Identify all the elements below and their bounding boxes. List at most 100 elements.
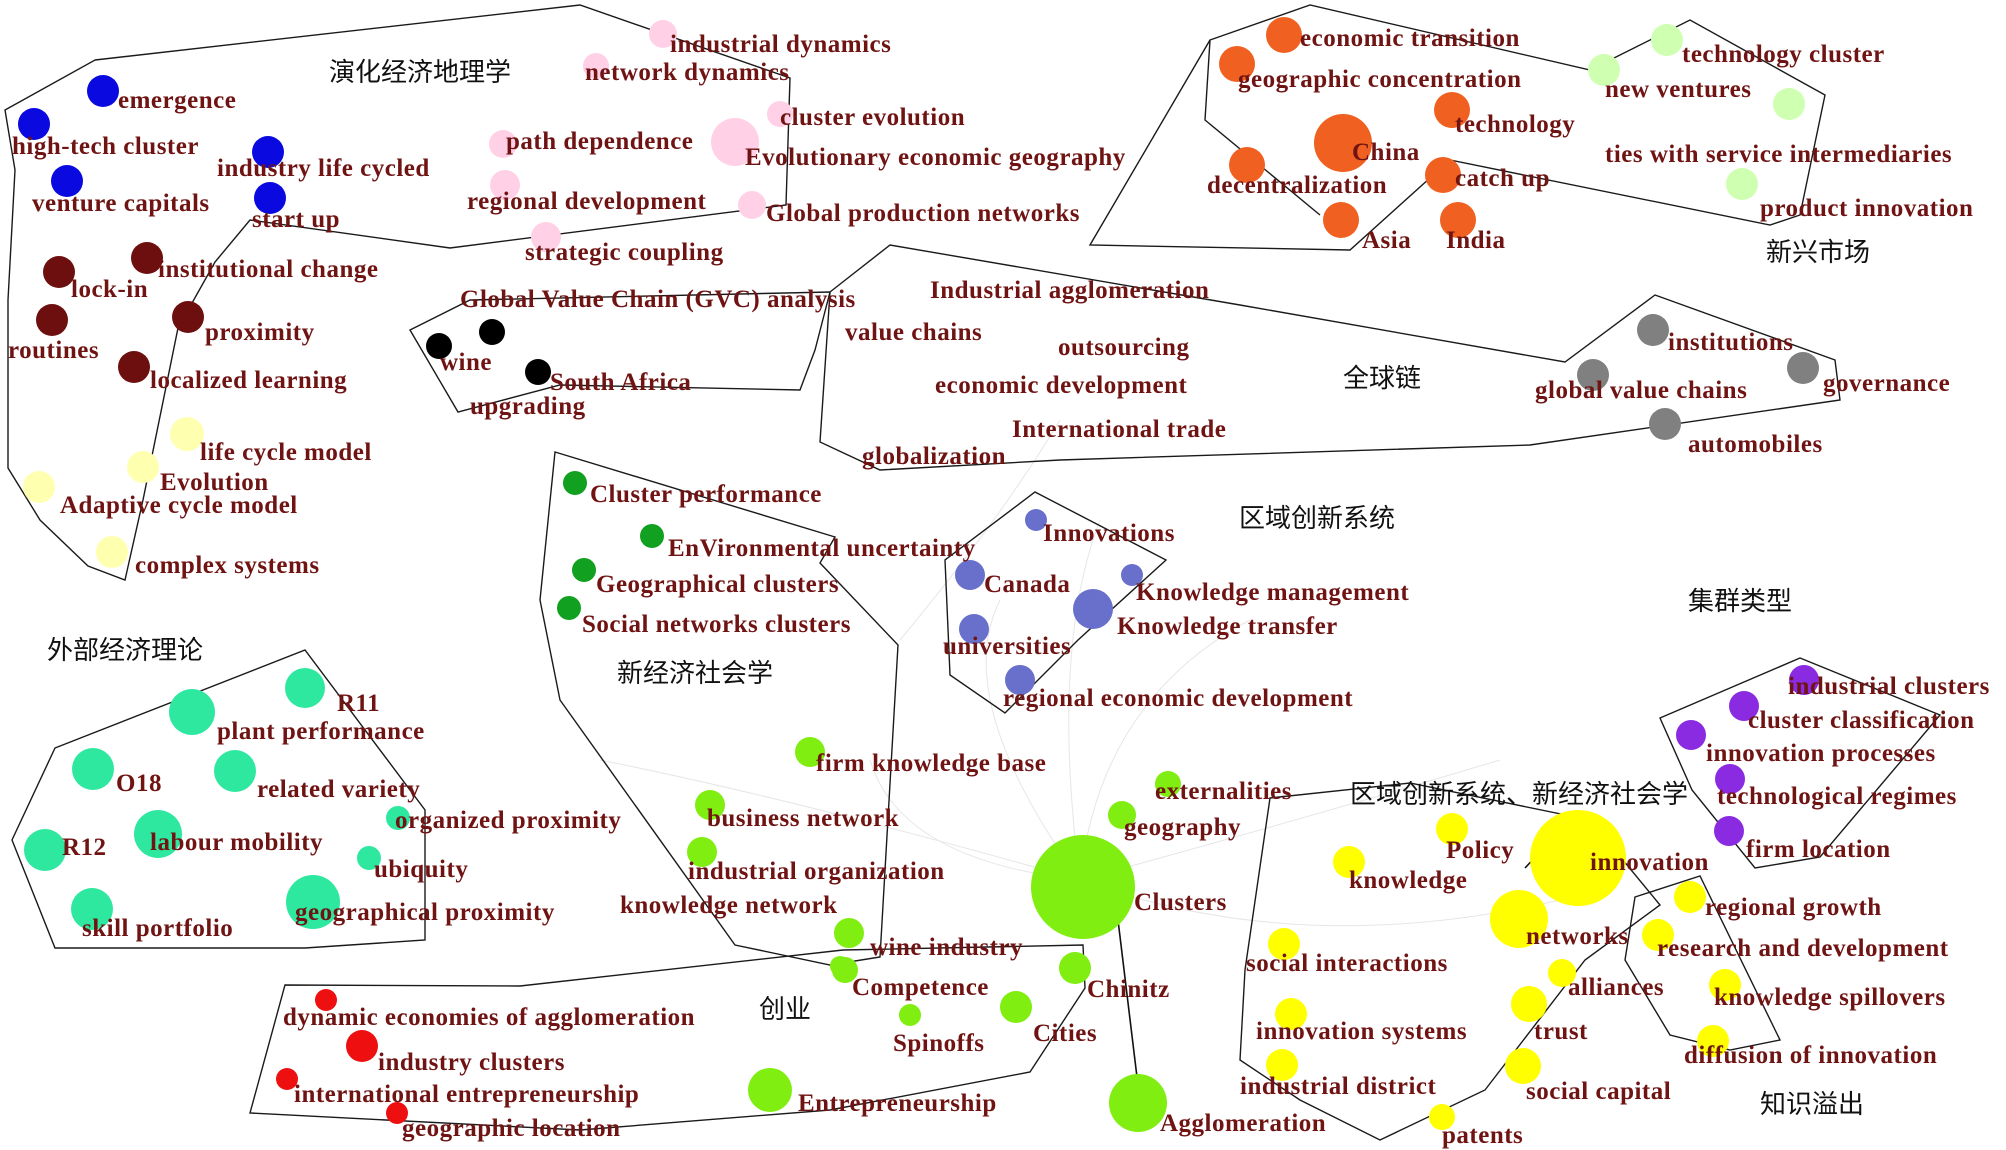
label-wine-industry: wine industry (870, 934, 1023, 961)
label-globalization: globalization (862, 443, 1006, 470)
node-adaptive-cycle-model (23, 471, 55, 503)
node-universities (959, 614, 989, 644)
node-skill-portfolio (71, 888, 113, 930)
label-international-entrepreneurship: international entrepreneurship (294, 1081, 639, 1108)
label-network-dynamics: network dynamics (585, 59, 790, 86)
hull-entrepreneurship (249, 944, 1086, 1131)
node-trust (1511, 986, 1547, 1022)
label-global-value-chain-gvc-analysis: Global Value Chain (GVC) analysis (460, 286, 856, 313)
label-innovations: Innovations (1043, 520, 1175, 547)
node-complex-systems (96, 536, 128, 568)
node-chinitz (1059, 952, 1091, 984)
node-economic-transition (1266, 17, 1302, 53)
label-policy: Policy (1446, 837, 1514, 864)
label-related-variety: related variety (257, 776, 420, 803)
node-start-up (254, 182, 286, 214)
label-regional-economic-development: regional economic development (1003, 685, 1353, 712)
label-environmental-uncertainty: EnVironmental uncertainty (668, 535, 976, 562)
label-o18: O18 (116, 770, 162, 797)
label-decentralization: decentralization (1207, 172, 1387, 199)
node-evolution (127, 451, 159, 483)
node-innovations (1025, 509, 1047, 531)
cluster-label-ctype: 集群类型 (1688, 587, 1792, 617)
hull-external-economies (11, 649, 426, 949)
node-routines (36, 304, 68, 336)
node-proximity (172, 301, 204, 333)
node-venture-capitals (51, 165, 83, 197)
label-technological-regimes: technological regimes (1717, 783, 1957, 810)
cluster-label-ent: 创业 (759, 995, 811, 1025)
node-dynamic-economies-of-agglomeration (315, 989, 337, 1011)
hull-cluster-types (1659, 657, 1942, 869)
hull-global-chain (819, 244, 1841, 471)
label-cities: Cities (1033, 1020, 1097, 1047)
label-alliances: alliances (1568, 974, 1664, 1001)
node-knowledge-management (1121, 564, 1143, 586)
label-innovation-systems: innovation systems (1256, 1018, 1467, 1045)
node-technology (1434, 92, 1470, 128)
label-geographical-proximity: geographical proximity (295, 899, 555, 926)
node-spinoffs (899, 1004, 921, 1026)
label-chinitz: Chinitz (1087, 976, 1170, 1003)
label-universities: universities (943, 633, 1071, 660)
node-catch-up (1425, 157, 1461, 193)
label-institutional-change: institutional change (158, 256, 378, 283)
node-global-value-chains (1577, 359, 1609, 391)
label-evolutionary-economic-geography: Evolutionary economic geography (745, 144, 1126, 171)
node-firm-knowledge-base (795, 737, 825, 767)
node-asia (1323, 202, 1359, 238)
label-trust: trust (1534, 1018, 1588, 1045)
cluster-outlines (4, 4, 1942, 1141)
node-knowledge-spillovers (1709, 969, 1741, 1001)
label-path-dependence: path dependence (506, 128, 693, 155)
label-firm-location: firm location (1746, 836, 1891, 863)
node-geographical-proximity (286, 875, 340, 929)
label-clusters: Clusters (1134, 889, 1227, 916)
node-china (1314, 114, 1372, 172)
label-research-and-development: research and development (1657, 935, 1949, 962)
label-economic-development: economic development (935, 372, 1187, 399)
node-emergence (87, 75, 119, 107)
node-industrial-district (1266, 1049, 1298, 1081)
hull-knowledge-spillover (1624, 875, 1782, 1051)
label-industrial-clusters: industrial clusters (1788, 673, 1990, 700)
node-regional-development (490, 170, 520, 200)
label-south-africa: South Africa (550, 369, 691, 396)
label-regional-growth: regional growth (1705, 894, 1882, 921)
label-entrepreneurship: Entrepreneurship (798, 1090, 997, 1117)
label-venture-capitals: venture capitals (32, 190, 210, 217)
node-research-and-development (1642, 919, 1674, 951)
node-networks (1490, 890, 1548, 948)
label-innovation: innovation (1590, 849, 1709, 876)
label-industry-clusters: industry clusters (378, 1049, 565, 1076)
label-knowledge-management: Knowledge management (1136, 579, 1409, 606)
node-knowledge (1333, 846, 1365, 878)
hull-new-economic-sociology (539, 451, 899, 966)
label-value-chains: value chains (845, 319, 982, 346)
node-r12 (24, 829, 66, 871)
node-organized-proximity (386, 806, 410, 830)
label-knowledge-transfer: Knowledge transfer (1117, 613, 1338, 640)
label-international-trade: International trade (1012, 416, 1226, 443)
node-ubiquity (357, 846, 381, 870)
node-policy (1436, 813, 1468, 845)
cluster-label-nes: 新经济社会学 (617, 659, 773, 689)
cluster-label-spill: 知识溢出 (1760, 1090, 1864, 1120)
node-evolutionary-economic-geography (711, 118, 759, 166)
node-geographic-concentration (1219, 46, 1255, 82)
cluster-label-gchain: 全球链 (1343, 364, 1421, 394)
node-industry-life-cycled (252, 136, 284, 168)
cluster-label-ext: 外部经济理论 (47, 636, 203, 666)
cluster-label-ris: 区域创新系统 (1239, 504, 1395, 534)
label-new-ventures: new ventures (1605, 76, 1752, 103)
label-patents: patents (1442, 1122, 1523, 1149)
node-firm-location (1714, 816, 1744, 846)
label-industrial-district: industrial district (1240, 1073, 1436, 1100)
node-upgrading (525, 359, 551, 385)
label-china: China (1352, 139, 1420, 166)
node-geography (1108, 801, 1136, 829)
label-proximity: proximity (205, 319, 315, 346)
node-decentralization (1229, 147, 1265, 183)
